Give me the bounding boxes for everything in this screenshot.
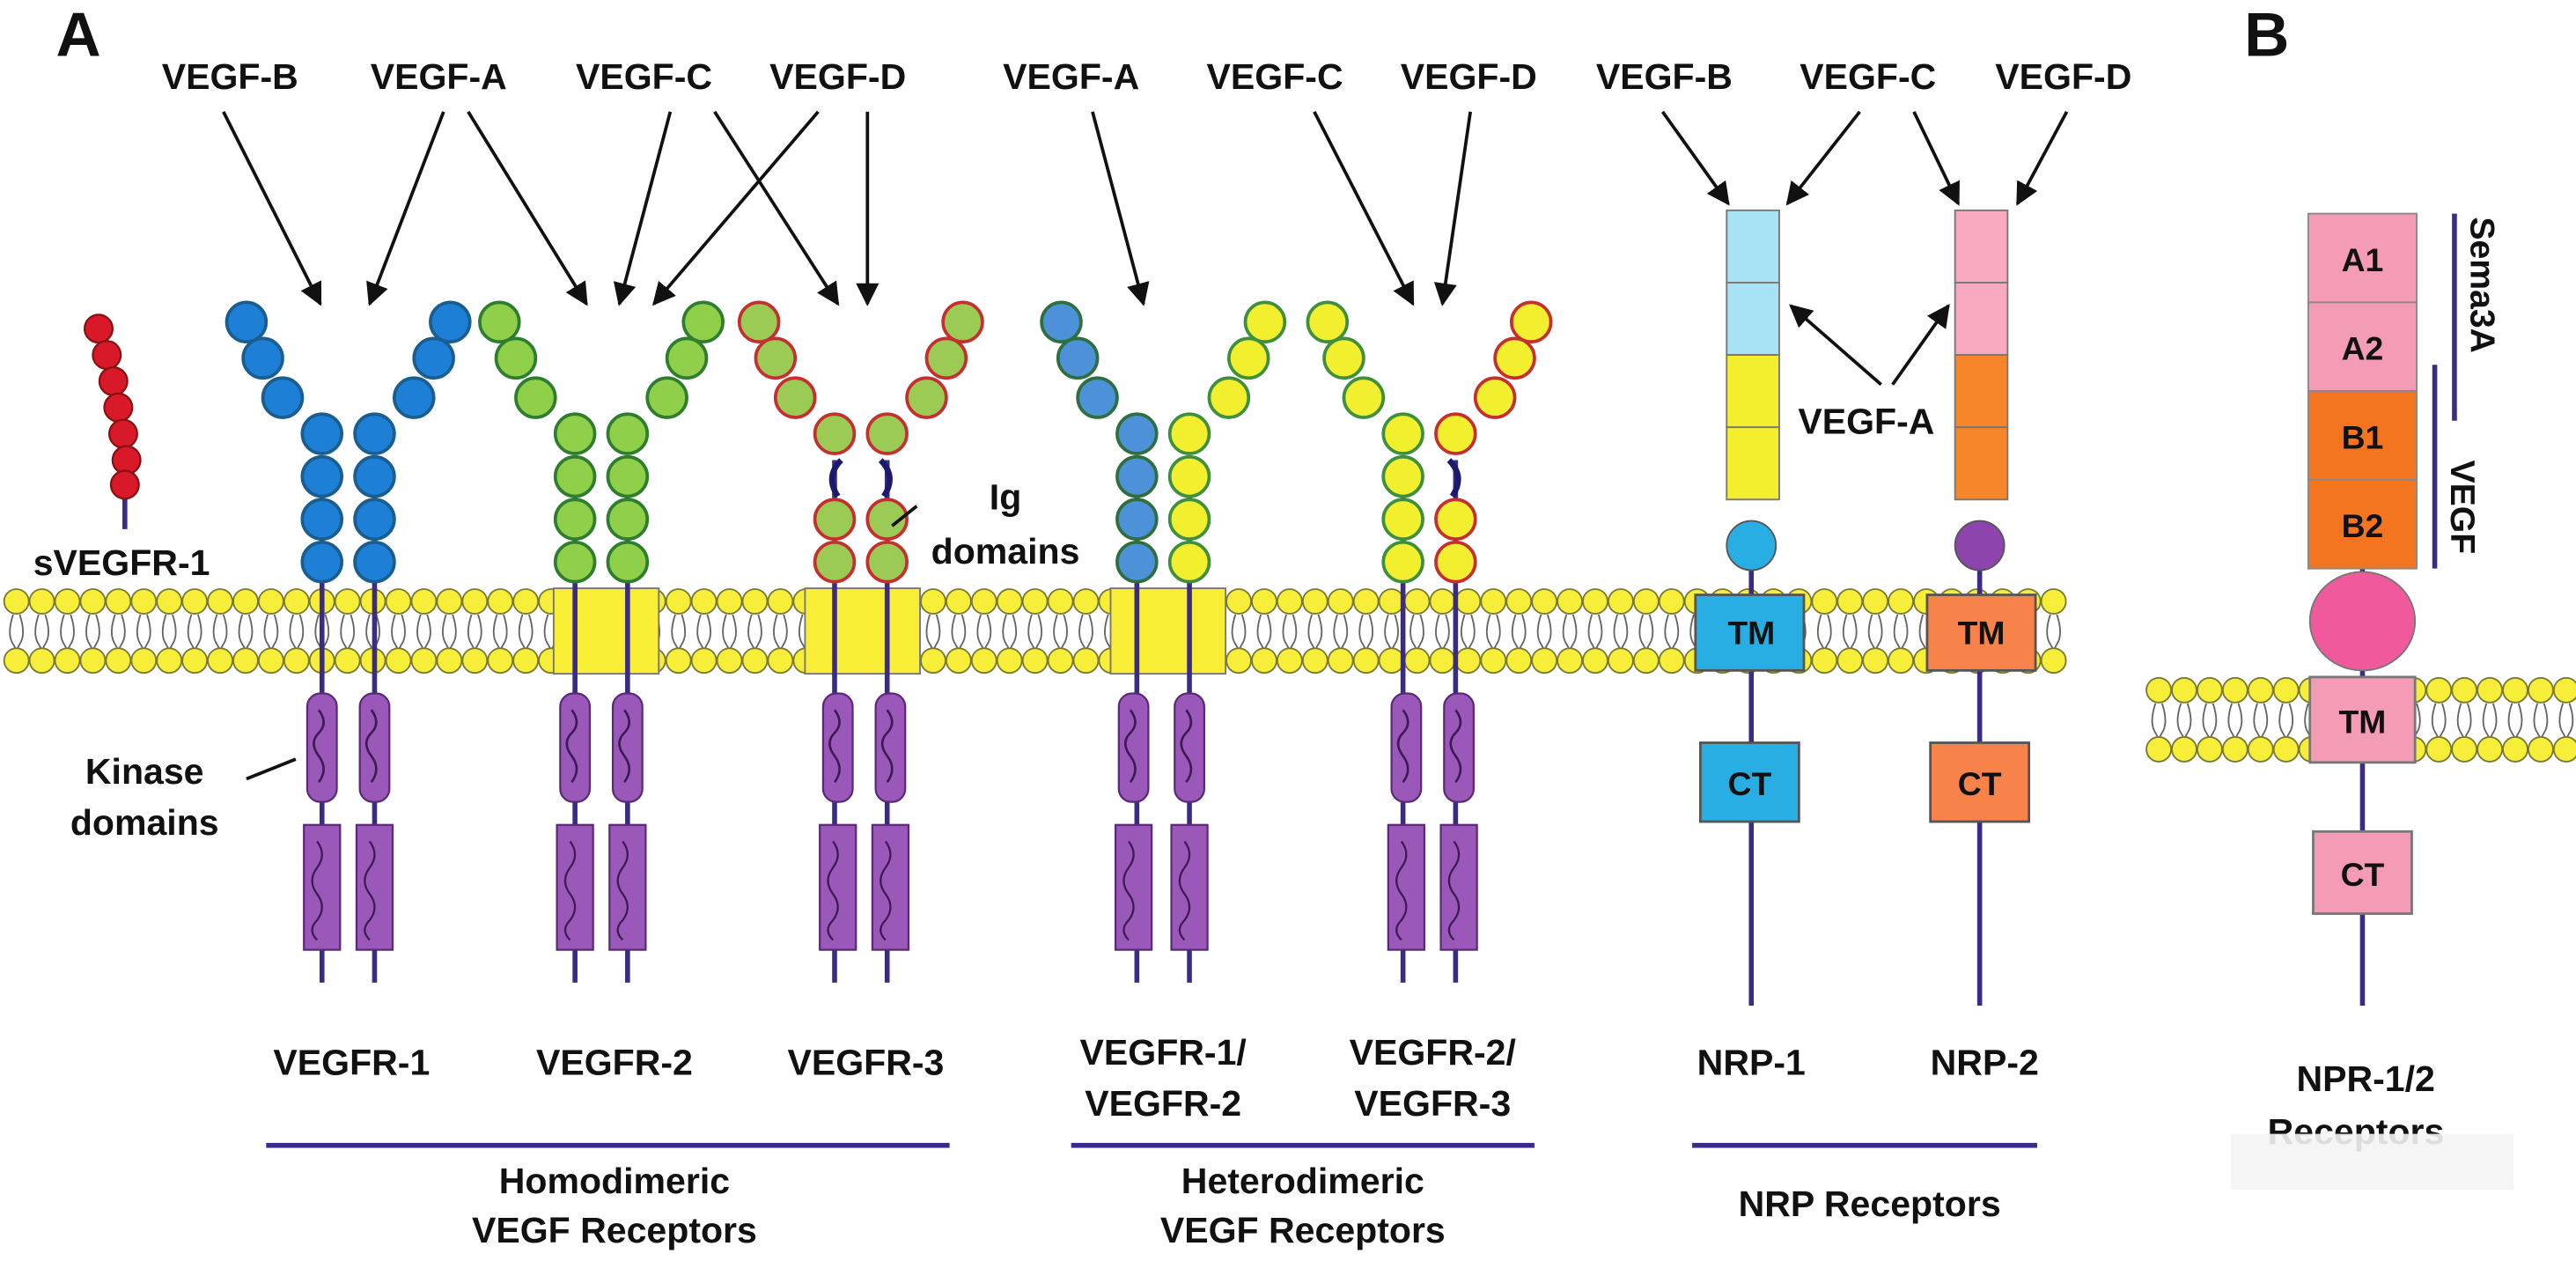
ligand-vegf-b: VEGF-B	[162, 56, 298, 97]
receptor-label-vegfr3: VEGFR-3	[787, 1042, 944, 1082]
ligand-vegf-c-hetero: VEGF-C	[1207, 56, 1343, 97]
ligand-vegf-a: VEGF-A	[371, 56, 507, 97]
npr-a2-label: A2	[2342, 330, 2384, 367]
sema3a-label: Sema3A	[2463, 217, 2501, 353]
receptor-label-nrp2: NRP-2	[1931, 1042, 2039, 1082]
ligand-vegf-b-nrp: VEGF-B	[1596, 56, 1733, 97]
ig-domains-label-1: Ig	[990, 476, 1021, 517]
npr-tm-domain	[2308, 675, 2417, 764]
overlay-patch	[2231, 1133, 2514, 1191]
ligand-vegf-d: VEGF-D	[769, 56, 906, 97]
group-label-homo-1: Homodimeric	[499, 1161, 730, 1201]
npr-label-line1: NPR-1/2	[2296, 1058, 2434, 1099]
nrp2-ct-label: CT	[1958, 765, 2002, 802]
nrp2-tm-label: TM	[1958, 615, 2006, 652]
kinase-domains-label-1: Kinase	[85, 751, 204, 792]
nrp1-tm-label: TM	[1727, 615, 1775, 652]
receptor-label-het1-line2: VEGFR-2	[1085, 1083, 1241, 1124]
nrp2-ct-domain	[1929, 741, 2031, 823]
receptor-chains	[83, 300, 1553, 983]
ligand-vegf-c: VEGF-C	[576, 56, 712, 97]
panel-label-b: B	[2244, 0, 2289, 70]
panel-label-a: A	[55, 0, 100, 70]
annotation-pointers	[246, 505, 918, 781]
receptor-label-nrp1: NRP-1	[1697, 1042, 1806, 1082]
npr-b2-label: B2	[2342, 507, 2384, 544]
nrp2-tm-domain	[1925, 594, 2037, 672]
group-label-nrp: NRP Receptors	[1739, 1184, 2001, 1224]
nrp1-ct-label: CT	[1728, 765, 1772, 802]
receptor-label-het2-line2: VEGFR-3	[1354, 1083, 1511, 1124]
ligand-vegf-d-hetero: VEGF-D	[1401, 56, 1537, 97]
npr-ct-label: CT	[2341, 856, 2385, 893]
ligand-vegf-a-hetero: VEGF-A	[1003, 56, 1139, 97]
vegf-region-label: VEGF	[2443, 461, 2481, 555]
npr-tm-label: TM	[2339, 703, 2387, 740]
npr-ct-domain	[2312, 830, 2413, 915]
nrp1-receptor	[1694, 209, 1806, 1007]
group-label-hetero-1: Heterodimeric	[1181, 1161, 1424, 1201]
kinase-domains-label-2: domains	[70, 802, 219, 843]
receptor-label-het2-line1: VEGFR-2/	[1350, 1032, 1516, 1073]
ligand-vegf-a-nrp: VEGF-A	[1798, 402, 1934, 442]
receptor-label-het1-line1: VEGFR-1/	[1080, 1032, 1247, 1073]
nrp1-ct-domain	[1699, 741, 1800, 823]
nrp2-receptor	[1925, 209, 2037, 1007]
group-label-hetero-2: VEGF Receptors	[1160, 1210, 1446, 1250]
npr-a1-label: A1	[2342, 241, 2384, 278]
nrp1-tm-domain	[1694, 594, 1806, 672]
ligand-vegf-d-nrp: VEGF-D	[1995, 56, 2131, 97]
ligand-vegf-c-nrp: VEGF-C	[1800, 56, 1936, 97]
text-labels: A B VEGF-B VEGF-A VEGF-C VEGF-D VEGF-A V…	[33, 0, 2501, 1250]
group-label-homo-2: VEGF Receptors	[472, 1210, 757, 1250]
ig-domains-label-2: domains	[931, 531, 1080, 572]
npr-receptor-panel-b	[2307, 212, 2457, 1007]
receptor-label-vegfr1: VEGFR-1	[273, 1042, 430, 1082]
npr-b1-label: B1	[2342, 418, 2384, 455]
soluble-receptor-label: sVEGFR-1	[33, 542, 210, 583]
receptor-label-vegfr2: VEGFR-2	[536, 1042, 693, 1082]
ligand-arrows	[222, 110, 2069, 387]
